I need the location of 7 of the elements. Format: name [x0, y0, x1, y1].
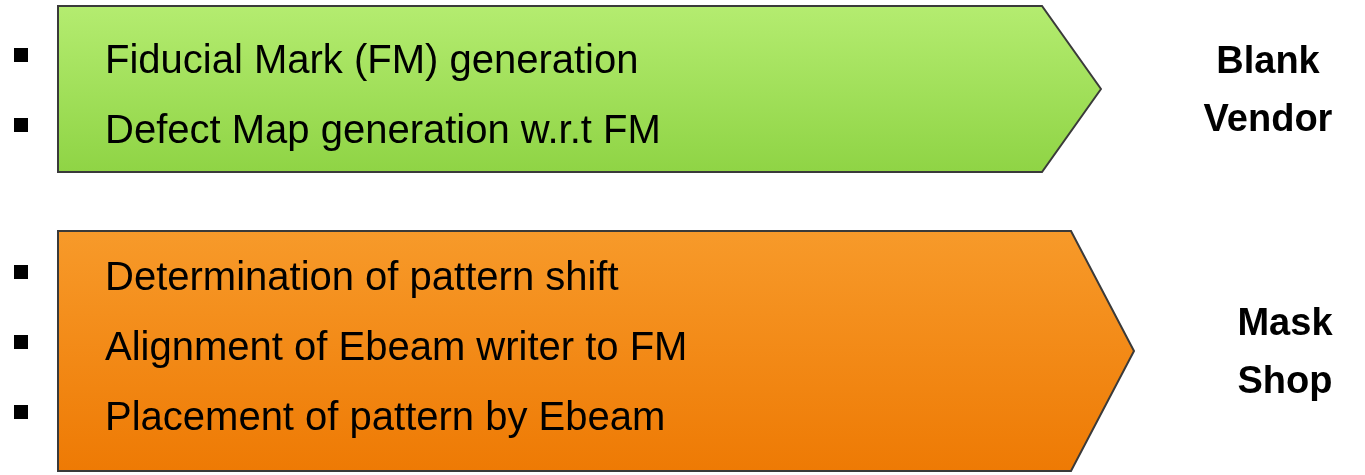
bullet-text: Determination of pattern shift	[105, 253, 619, 300]
bullet-text: Placement of pattern by Ebeam	[105, 393, 666, 440]
role-label: Mask Shop	[1236, 300, 1334, 403]
role-label: Blank Vendor	[1202, 38, 1334, 141]
bullet-text: Fiducial Mark (FM) generation	[105, 36, 639, 83]
bullet-text: Defect Map generation w.r.t FM	[105, 106, 661, 153]
bullet-text: Alignment of Ebeam writer to FM	[105, 323, 688, 370]
